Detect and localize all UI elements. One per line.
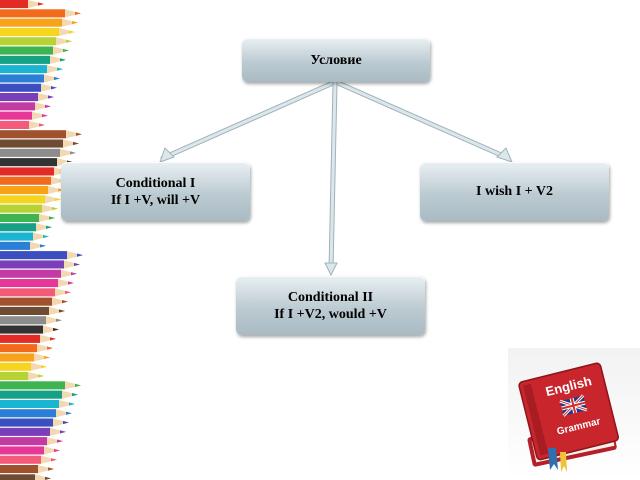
wish-formula: I wish I + V2 (476, 184, 553, 199)
wish-node: I wish I + V2 (420, 162, 609, 221)
conditional-2-formula: If I +V2, would +V (274, 306, 387, 322)
english-grammar-book-icon: English Grammar (508, 348, 640, 480)
colored-pencils-decoration (0, 0, 83, 480)
conditional-2-title: Conditional II (287, 289, 374, 305)
arrow-to-conditional-2 (324, 80, 338, 277)
root-node: Условие (242, 38, 430, 82)
conditional-1-title: Conditional I (115, 175, 196, 191)
conditional-1-formula: If I +V, will +V (110, 192, 201, 208)
arrow-to-wish (335, 80, 513, 163)
conditional-1-node: Conditional I If I +V, will +V (61, 162, 250, 221)
conditional-2-node: Conditional II If I +V2, would +V (236, 276, 425, 335)
root-node-label: Условие (310, 52, 362, 68)
union-jack-flag-icon (559, 394, 588, 417)
arrow-to-conditional-1 (159, 80, 336, 163)
